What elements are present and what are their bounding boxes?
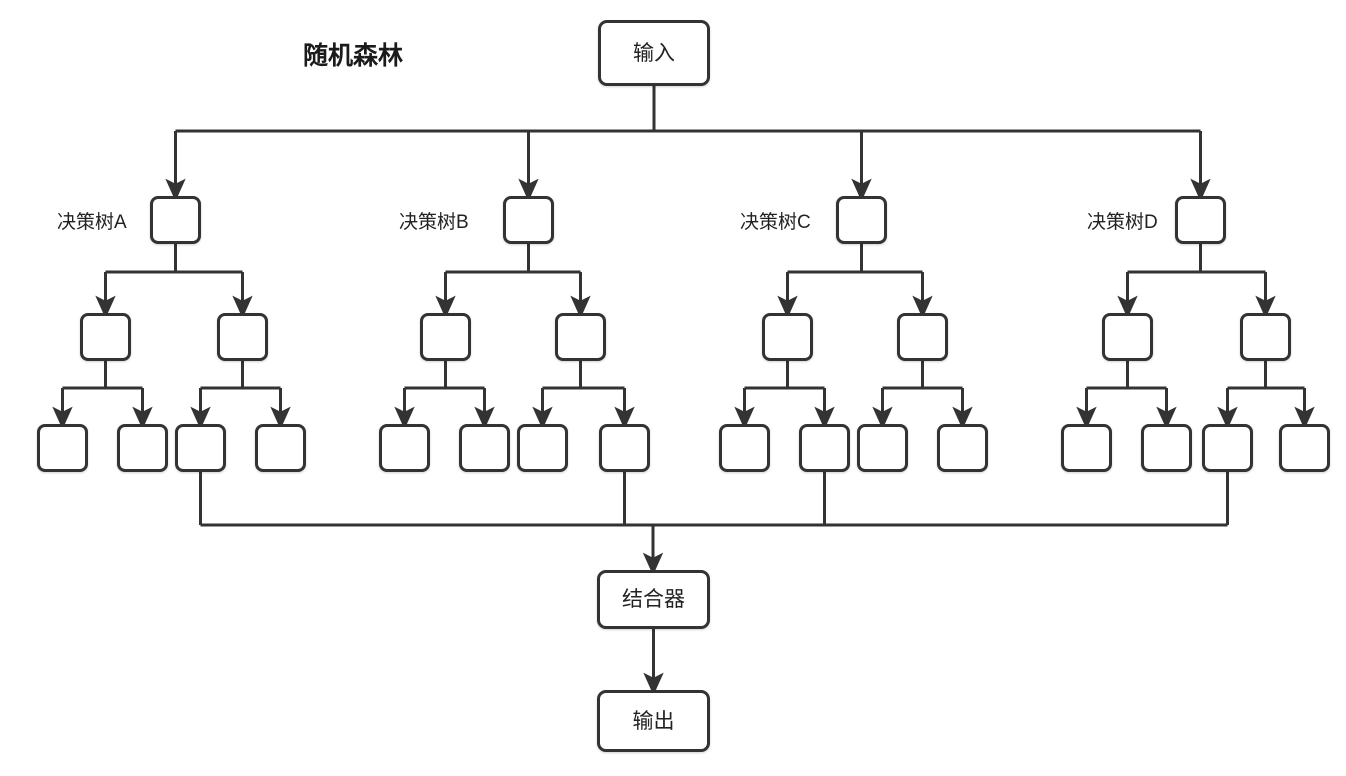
node-output-label: 输出 xyxy=(632,709,675,733)
tree-b-root-node[interactable] xyxy=(503,196,554,244)
tree-c-leaf-node-3[interactable] xyxy=(857,424,908,472)
node-combiner-label: 结合器 xyxy=(622,588,685,611)
tree-d-leaf-node-2[interactable] xyxy=(1141,424,1192,472)
tree-a-branch-node-2[interactable] xyxy=(217,313,268,361)
tree-b-leaf-node-4[interactable] xyxy=(599,424,650,472)
tree-c-root-node[interactable] xyxy=(836,196,887,244)
tree-c-leaf-node-2[interactable] xyxy=(799,424,850,472)
tree-a-leaf-node-3[interactable] xyxy=(175,424,226,472)
tree-d-root-node[interactable] xyxy=(1175,196,1226,244)
tree-c-branch-node-2[interactable] xyxy=(897,313,948,361)
tree-label-b: 决策树B xyxy=(399,212,469,233)
tree-b-leaf-node-2[interactable] xyxy=(459,424,510,472)
node-output[interactable]: 输出 xyxy=(597,690,710,752)
tree-d-branch-node-1[interactable] xyxy=(1102,313,1153,361)
tree-b-branch-node-1[interactable] xyxy=(420,313,471,361)
node-input-label: 输入 xyxy=(633,41,675,65)
tree-d-leaf-node-3[interactable] xyxy=(1202,424,1253,472)
tree-label-c: 决策树C xyxy=(740,212,811,233)
node-input[interactable]: 输入 xyxy=(598,20,710,86)
tree-b-branch-node-2[interactable] xyxy=(555,313,606,361)
tree-b-leaf-node-3[interactable] xyxy=(517,424,568,472)
tree-d-leaf-node-1[interactable] xyxy=(1061,424,1112,472)
tree-c-branch-node-1[interactable] xyxy=(762,313,813,361)
tree-a-leaf-node-4[interactable] xyxy=(255,424,306,472)
tree-c-leaf-node-1[interactable] xyxy=(719,424,770,472)
tree-a-leaf-node-1[interactable] xyxy=(37,424,88,472)
tree-a-leaf-node-2[interactable] xyxy=(117,424,168,472)
diagram-title: 随机森林 xyxy=(303,42,404,70)
tree-label-a: 决策树A xyxy=(57,212,127,233)
tree-a-branch-node-1[interactable] xyxy=(80,313,131,361)
tree-c-leaf-node-4[interactable] xyxy=(937,424,988,472)
tree-b-leaf-node-1[interactable] xyxy=(379,424,430,472)
tree-d-branch-node-2[interactable] xyxy=(1240,313,1291,361)
node-combiner[interactable]: 结合器 xyxy=(597,570,710,629)
tree-label-d: 决策树D xyxy=(1087,212,1158,233)
tree-a-root-node[interactable] xyxy=(150,196,201,244)
tree-d-leaf-node-4[interactable] xyxy=(1279,424,1330,472)
